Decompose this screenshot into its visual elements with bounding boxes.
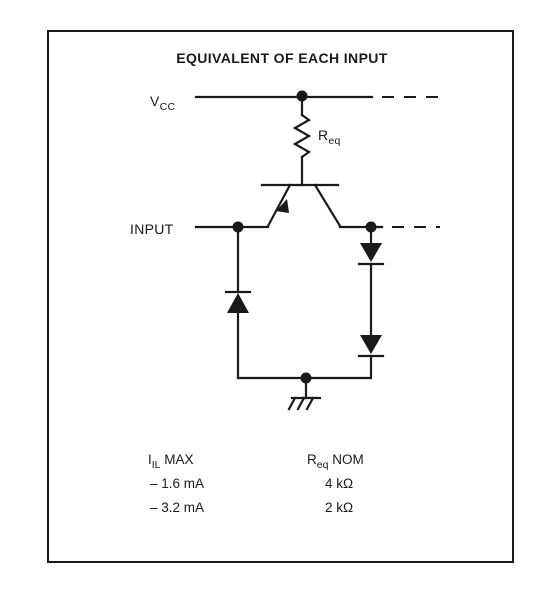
th-res-sub: eq <box>317 459 329 471</box>
th-current-rest: MAX <box>161 452 194 467</box>
diode1-icon <box>360 243 382 262</box>
diagram-frame <box>47 30 514 563</box>
vcc-label-sub: CC <box>160 101 176 113</box>
emitter-arrow-icon <box>276 199 289 213</box>
clamp-diode-icon <box>227 293 249 313</box>
table-header-current: IIL MAX <box>148 452 194 471</box>
th-res-main: R <box>307 452 317 467</box>
resistor-req <box>292 113 312 159</box>
vcc-label-main: V <box>150 93 160 109</box>
req-label: Req <box>318 127 341 147</box>
diode2-icon <box>360 335 382 354</box>
diagram-title: EQUIVALENT OF EACH INPUT <box>176 50 388 66</box>
req-label-main: R <box>318 127 328 143</box>
row2-resistance: 2 kΩ <box>325 500 353 515</box>
input-label: INPUT <box>130 221 174 237</box>
transistor-emitter <box>266 183 292 228</box>
row1-current: – 1.6 mA <box>150 476 204 491</box>
req-label-sub: eq <box>328 135 340 147</box>
table-header-resistance: Req NOM <box>307 452 364 471</box>
transistor-collector <box>313 183 342 228</box>
vcc-label: VCC <box>150 93 176 113</box>
row1-resistance: 4 kΩ <box>325 476 353 491</box>
ground-icon <box>287 396 322 411</box>
th-current-main: I <box>148 452 152 467</box>
th-res-rest: NOM <box>328 452 363 467</box>
row2-current: – 3.2 mA <box>150 500 204 515</box>
th-current-sub: IL <box>152 459 161 471</box>
